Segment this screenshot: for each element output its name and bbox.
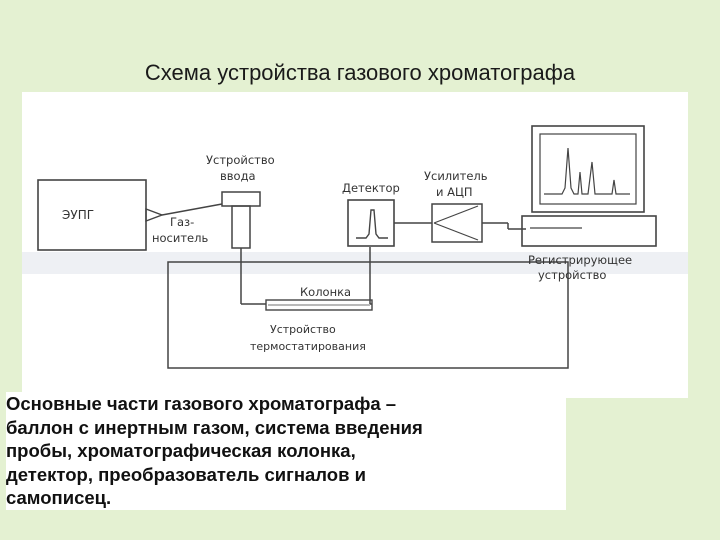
monitor-screen — [539, 133, 637, 205]
detector-box — [347, 199, 395, 247]
carrier-gas-label-2: носитель — [152, 231, 208, 245]
amplifier-box — [431, 203, 483, 243]
carrier-gas-label-1: Газ- — [170, 215, 194, 229]
amplifier-label-1: Усилитель — [424, 169, 488, 183]
amplifier-label-2: и АЦП — [436, 185, 473, 199]
injector-body — [231, 205, 251, 249]
amplifier-symbol-2 — [433, 222, 479, 241]
recorder-label-2: устройство — [538, 268, 606, 282]
chromatogram-trace — [544, 147, 630, 195]
diagram-svg: ЭУПГ Газ- носитель Устройство ввода Коло… — [22, 125, 688, 369]
valve-symbol — [145, 207, 164, 223]
injector-head — [221, 191, 261, 207]
recorder-base — [521, 215, 657, 247]
thermostat-label-1: Устройство — [270, 323, 336, 336]
detector-peak — [356, 209, 388, 239]
chromatograph-diagram: ЭУПГ Газ- носитель Устройство ввода Коло… — [22, 92, 688, 398]
caption-line-4: детектор, преобразователь сигналов и — [6, 463, 366, 485]
eupg-label: ЭУПГ — [62, 208, 94, 222]
caption-text: Основные части газового хроматографа – б… — [6, 392, 566, 510]
monitor-outer — [531, 125, 645, 213]
thermostat-label-2: термостатирования — [250, 340, 366, 353]
scan-band — [22, 252, 688, 274]
caption-line-2: баллон с инертным газом, система введени… — [6, 416, 423, 438]
caption-line-1: Основные части газового хроматографа – — [6, 393, 397, 414]
column-label: Колонка — [300, 285, 351, 299]
recorder-label-1: Регистрирующее — [528, 253, 632, 267]
detector-label: Детектор — [342, 181, 400, 195]
caption-line-5: самописец. — [6, 487, 112, 508]
injector-label-1: Устройство — [206, 153, 275, 167]
column-tube — [265, 299, 373, 311]
caption-line-3: пробы, хроматографическая колонка, — [6, 440, 356, 461]
amplifier-symbol-1 — [433, 205, 479, 224]
gas-line — [161, 203, 223, 216]
slide-title: Схема устройства газового хроматографа — [144, 60, 576, 85]
injector-label-2: ввода — [220, 169, 256, 183]
thermostat-box — [167, 261, 569, 369]
